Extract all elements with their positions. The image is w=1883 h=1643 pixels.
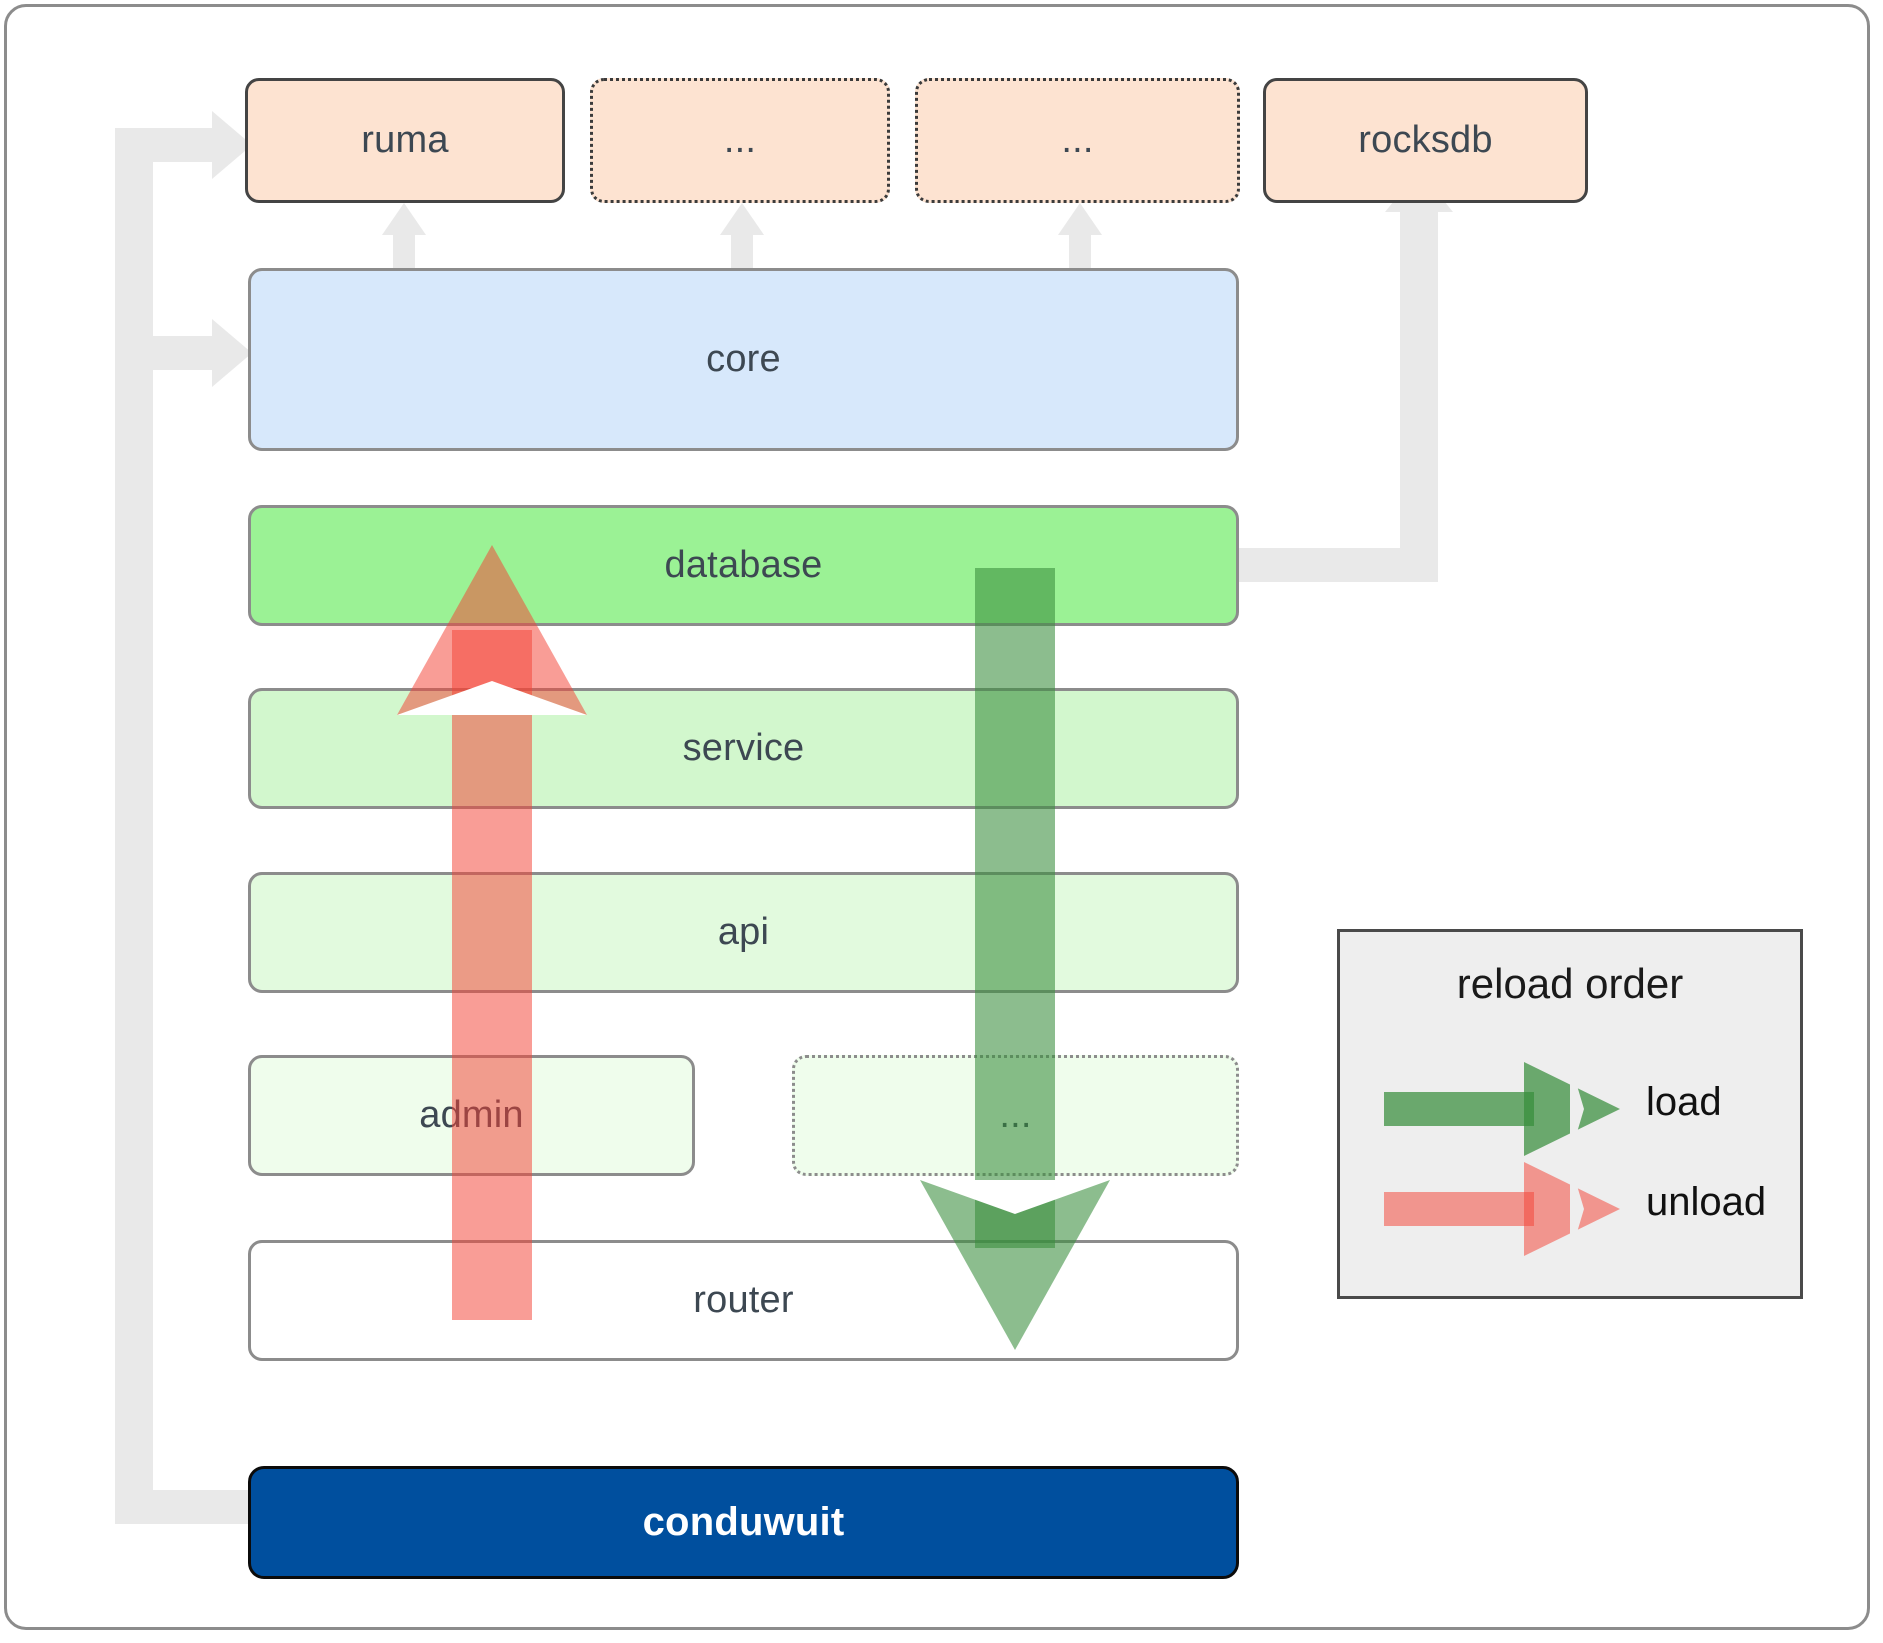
core-to-crate3-shaft — [1069, 232, 1091, 272]
connector-database-to-rocksdb-horizontal — [1233, 548, 1418, 582]
legend-load-arrow-shaft — [1384, 1092, 1534, 1126]
legend-unload-arrow-notch — [1570, 1162, 1584, 1256]
layer-box-api[interactable]: api — [248, 872, 1239, 993]
core-to-ruma-shaft — [393, 232, 415, 272]
core-to-ruma-arrowhead — [382, 203, 426, 235]
layer-box-core[interactable]: core — [248, 268, 1239, 451]
crate-label-placeholder-1: ... — [723, 119, 757, 161]
core-to-crate2-arrowhead — [720, 203, 764, 235]
legend-title: reload order — [1456, 960, 1684, 1007]
layer-label-api: api — [717, 911, 770, 953]
layer-label-service: service — [682, 727, 805, 769]
connector-database-to-rocksdb-vertical — [1400, 210, 1438, 582]
connector-branch-core — [115, 336, 230, 370]
legend-label-load: load — [1646, 1080, 1722, 1124]
layer-label-core: core — [706, 338, 781, 380]
connector-trunk-to-root — [115, 1490, 255, 1524]
crate-box-placeholder-2[interactable]: ... — [915, 78, 1240, 203]
layer-label-router: router — [693, 1279, 794, 1321]
legend-panel: reload order load unload — [1337, 929, 1803, 1299]
layer-label-placeholder: ... — [999, 1094, 1032, 1136]
legend-unload-arrow-shaft — [1384, 1192, 1534, 1226]
root-label-conduwuit: conduwuit — [642, 1500, 845, 1544]
legend-label-unload: unload — [1646, 1180, 1767, 1224]
legend-row-load: load — [1384, 1062, 1784, 1156]
crate-label-rocksdb: rocksdb — [1358, 119, 1493, 161]
layer-label-admin: admin — [419, 1094, 524, 1136]
crate-label-ruma: ruma — [361, 119, 449, 161]
connector-branch-ruma — [115, 128, 230, 162]
connector-arrow-core — [212, 319, 252, 387]
layer-box-database[interactable]: database — [248, 505, 1239, 626]
crate-label-placeholder-2: ... — [1061, 119, 1094, 161]
crate-box-rocksdb[interactable]: rocksdb — [1263, 78, 1588, 203]
core-to-crate3-arrowhead — [1058, 203, 1102, 235]
legend-load-arrow-notch — [1570, 1062, 1584, 1156]
legend-row-unload: unload — [1384, 1162, 1784, 1256]
crate-box-ruma[interactable]: ruma — [245, 78, 565, 203]
crate-box-placeholder-1[interactable]: ... — [590, 78, 890, 203]
layer-label-database: database — [664, 544, 823, 586]
layer-box-router[interactable]: router — [248, 1240, 1239, 1361]
core-to-crate2-shaft — [731, 232, 753, 272]
layer-box-service[interactable]: service — [248, 688, 1239, 809]
diagram-frame — [4, 4, 1870, 1630]
root-box-conduwuit[interactable]: conduwuit — [248, 1466, 1239, 1579]
layer-box-admin[interactable]: admin — [248, 1055, 695, 1176]
layer-box-placeholder[interactable]: ... — [792, 1055, 1239, 1176]
